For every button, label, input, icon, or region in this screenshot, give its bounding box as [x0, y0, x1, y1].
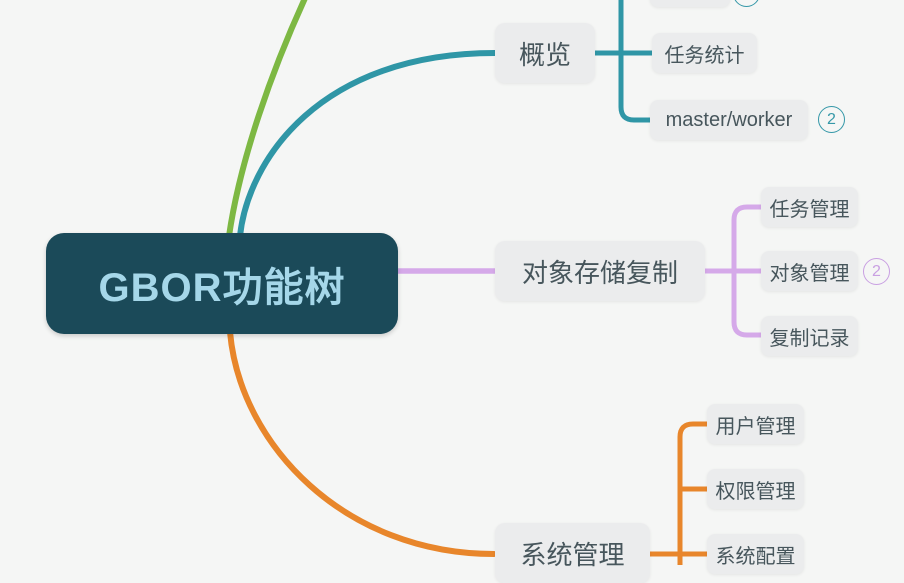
mindmap-canvas: { "canvas": { "background": "#f5f6f5" },… [46, 0, 890, 570]
object-storage-child-trunk [731, 204, 761, 338]
subtopic-system-configuration[interactable]: 系统配置 [707, 534, 804, 574]
subtopic-replication-records[interactable]: 复制记录 [761, 316, 858, 356]
branch-line-offscreen-top [226, 0, 308, 239]
branch-line-overview [237, 50, 498, 239]
subtopic-task-management[interactable]: 任务管理 [761, 187, 858, 227]
subtopic-user-management[interactable]: 用户管理 [707, 404, 804, 444]
subtopic-master-worker[interactable]: master/worker [650, 100, 808, 140]
root-topic-node[interactable]: GBOR功能树 [46, 233, 398, 334]
topic-system-management[interactable]: 系统管理 [495, 523, 650, 583]
subtopic-master-worker-count-badge[interactable]: 2 [818, 106, 845, 133]
system-child-trunk [677, 421, 707, 565]
subtopic-overview-partial[interactable] [650, 0, 730, 7]
overview-child-trunk [618, 0, 650, 123]
subtopic-permission-management[interactable]: 权限管理 [707, 469, 804, 509]
topic-overview[interactable]: 概览 [495, 23, 595, 83]
subtopic-task-statistics[interactable]: 任务统计 [652, 33, 757, 73]
topic-object-storage-replication[interactable]: 对象存储复制 [495, 241, 705, 301]
mindmap-connectors [226, 0, 761, 565]
subtopic-object-management[interactable]: 对象管理 [761, 251, 858, 291]
branch-line-system [227, 329, 497, 557]
subtopic-object-management-count-badge[interactable]: 2 [863, 258, 890, 285]
